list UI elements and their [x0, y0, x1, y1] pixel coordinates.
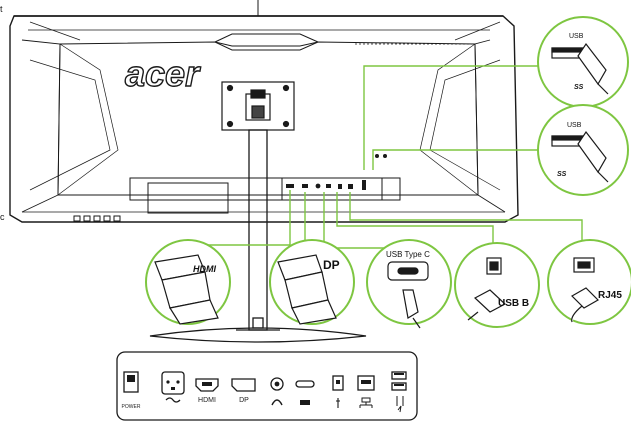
- brand-logo: acer: [125, 53, 201, 94]
- hdmi-callout-label: HDMI: [193, 264, 216, 274]
- dp-callout-label: DP: [323, 258, 340, 272]
- callout-usb-b: [454, 242, 540, 328]
- power-port-label: POWER: [121, 404, 141, 410]
- usb-a-plug-top-icon: [551, 42, 609, 95]
- dp-plug-icon: [277, 254, 337, 325]
- dp-port-label: DP: [239, 397, 249, 404]
- network-icon: [359, 397, 373, 408]
- rj45-port-icon: [357, 375, 375, 391]
- ac-tilde-icon: [165, 397, 181, 403]
- svg-text:t: t: [0, 4, 3, 14]
- usb-c-plug-icon: [387, 261, 429, 329]
- usb-a-port-icon: [391, 371, 407, 380]
- headphone-icon: [271, 399, 283, 406]
- audio-jack-icon: [270, 377, 284, 391]
- usb-b-plug-icon: [467, 257, 507, 321]
- vesa-mount: [221, 81, 295, 131]
- usb-c-callout-label: USB Type C: [386, 250, 430, 259]
- ss-top-label: SS: [574, 84, 584, 91]
- svg-text:c: c: [0, 212, 5, 222]
- usb-a-port-icon: [391, 382, 407, 391]
- usb-charge-icon: [396, 396, 404, 413]
- dp-port-icon: [231, 378, 256, 392]
- usb-top-callout-label: USB: [569, 33, 584, 40]
- usb-b-callout-label: USB B: [498, 298, 530, 309]
- usb-bottom-callout-label: USB: [567, 122, 582, 129]
- usb-c-port-icon: [295, 380, 315, 388]
- monitor-ports: [286, 154, 387, 190]
- port-panel: [116, 351, 418, 421]
- callout-usb-c: [366, 239, 452, 325]
- hdmi-port-icon: [195, 378, 219, 392]
- control-buttons: [73, 215, 121, 222]
- usb-a-plug-bottom-icon: [551, 130, 609, 183]
- usb-symbol-icon: [336, 398, 340, 408]
- hdmi-port-label: HDMI: [198, 397, 216, 404]
- rj45-plug-icon: [571, 257, 599, 323]
- power-switch-icon: [123, 371, 139, 393]
- callout-rj45: [547, 239, 631, 325]
- usb-b-port-icon: [332, 375, 344, 391]
- rj45-callout-label: RJ45: [598, 290, 622, 301]
- ac-inlet-icon: [161, 371, 185, 395]
- hdmi-plug-icon: [154, 254, 219, 325]
- stand: [149, 0, 367, 343]
- ss-bottom-label: SS: [557, 171, 567, 178]
